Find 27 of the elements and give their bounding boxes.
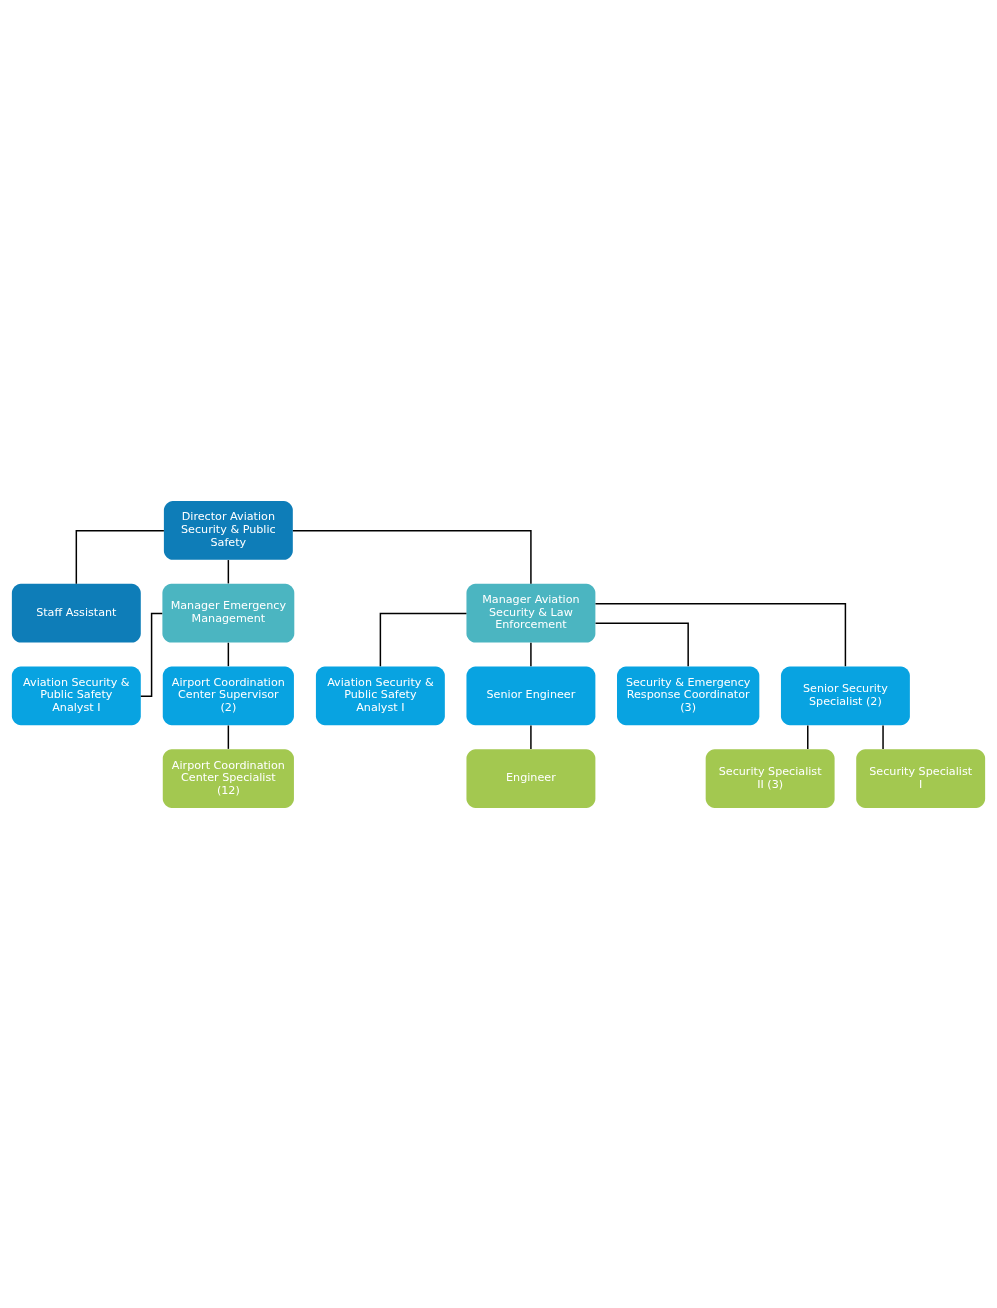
node-box: Aviation Security & Public Safety Analyst I	[315, 665, 445, 725]
node-box: Senior Engineer	[466, 665, 596, 725]
node-box: Aviation Security & Public Safety Analyst I	[11, 665, 141, 725]
connector	[140, 612, 163, 697]
node-box: Engineer	[466, 748, 596, 808]
node-box: Director Aviation Security & Public Safety	[163, 500, 293, 560]
connector	[530, 641, 532, 667]
connector	[227, 641, 230, 667]
connector	[882, 724, 884, 750]
node-box: Manager Emergency Management	[162, 583, 295, 643]
node-box: Security Specialist II (3)	[705, 748, 835, 808]
node-box: Senior Security Specialist (2)	[780, 665, 910, 725]
connector	[530, 724, 532, 750]
connector	[227, 724, 230, 750]
connector	[594, 602, 847, 667]
connector	[292, 529, 532, 584]
node-box: Staff Assistant	[11, 583, 141, 643]
node-box: Airport Coordination Center Specialist (12)	[162, 748, 294, 808]
node-box: Airport Coordination Center Supervisor (2)	[162, 665, 294, 725]
connector	[379, 612, 468, 667]
node-box: Security Specialist I	[856, 748, 986, 808]
node-box: Security & Emergency Response Coordinator (3)	[617, 665, 760, 725]
connector	[807, 724, 809, 750]
connector	[227, 558, 230, 584]
connector	[75, 529, 165, 584]
connector	[594, 621, 689, 667]
node-box: Manager Aviation Security & Law Enforcement	[466, 583, 596, 643]
